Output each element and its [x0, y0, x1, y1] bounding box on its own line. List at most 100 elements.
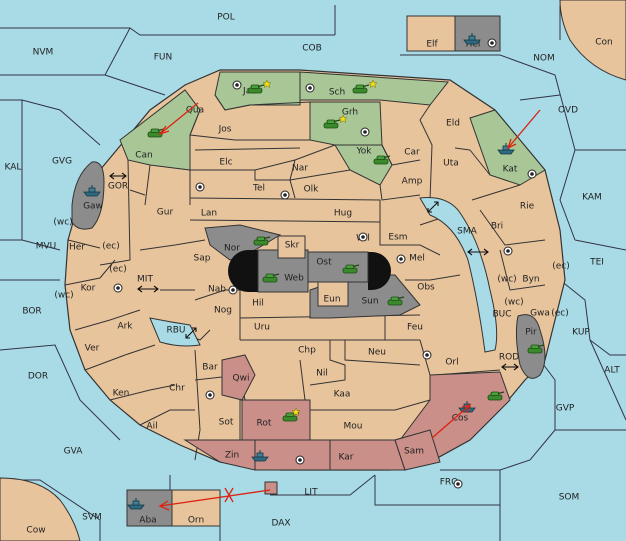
- label-uta: Uta: [443, 159, 459, 169]
- label-can: Can: [135, 151, 153, 161]
- connection-arrow-icon: [467, 248, 489, 256]
- label-chp: Chp: [298, 346, 316, 356]
- coast-gwa-wc: (wc): [504, 298, 523, 308]
- coast-kor-wc: (wc): [54, 291, 73, 301]
- supply-center-icon: [503, 246, 513, 256]
- label-mvu: MVU: [36, 242, 57, 252]
- supply-center-icon: [228, 285, 238, 295]
- label-gwa: Gwa: [530, 309, 550, 319]
- label-sma: SMA: [457, 227, 477, 237]
- label-zin: Zin: [225, 451, 239, 461]
- order-arrow-icon: [506, 109, 541, 150]
- label-gva: GVA: [64, 447, 84, 457]
- label-mel: Mel: [409, 254, 425, 264]
- supply-center-icon: [527, 169, 537, 179]
- label-neu: Neu: [368, 348, 386, 358]
- label-ark: Ark: [117, 322, 133, 332]
- label-bar: Bar: [202, 363, 218, 373]
- order-arrow-icon: [158, 102, 199, 136]
- label-nom: NOM: [533, 54, 555, 64]
- label-dor: DOR: [28, 372, 48, 382]
- territory-elf[interactable]: [406, 15, 456, 52]
- coast-her-ec: (ec): [102, 242, 120, 252]
- territory-ost[interactable]: [307, 251, 369, 283]
- label-olk: Olk: [304, 185, 320, 195]
- territory-eun[interactable]: [317, 281, 349, 307]
- label-rie: Rie: [520, 202, 535, 212]
- label-ovd: OVD: [558, 106, 578, 116]
- label-her: Her: [69, 243, 85, 253]
- label-pol: POL: [217, 13, 235, 23]
- sea-borders: [0, 5, 626, 541]
- label-som: SOM: [559, 493, 580, 503]
- supply-center-icon: [305, 83, 315, 93]
- territory-cow[interactable]: [0, 477, 81, 541]
- territory-skr[interactable]: [277, 235, 306, 259]
- supply-center-icon: [295, 455, 305, 465]
- label-ost: Ost: [316, 258, 332, 268]
- coast-her-wc: (wc): [53, 218, 72, 228]
- label-tei: TEI: [589, 258, 604, 268]
- labels: POL NVM FUN COB NOM Con Elf Hel OVD KAL …: [5, 13, 621, 536]
- territory-orn[interactable]: [171, 489, 221, 527]
- label-hel: Hel: [466, 40, 481, 50]
- label-nab: Nab: [208, 285, 226, 295]
- coast-kor-ec: (ec): [109, 265, 127, 275]
- label-uru: Uru: [254, 323, 270, 333]
- label-yok: Yok: [355, 147, 372, 157]
- label-lan: Lan: [201, 209, 217, 219]
- label-cob: COB: [302, 44, 322, 54]
- label-ver: Ver: [85, 344, 100, 354]
- label-fun: FUN: [154, 53, 173, 63]
- label-cos: Cos: [452, 414, 469, 424]
- territory-kar[interactable]: [329, 439, 406, 471]
- label-esm: Esm: [388, 233, 407, 243]
- coast-gwa-ec: (ec): [551, 309, 569, 319]
- label-hil: Hil: [252, 299, 264, 309]
- label-nog: Nog: [214, 306, 232, 316]
- label-nor: Nor: [224, 244, 240, 254]
- label-rod: ROD: [499, 353, 519, 363]
- label-gvg: GVG: [52, 157, 72, 167]
- territory-yok[interactable]: [334, 144, 393, 186]
- territory-rot[interactable]: [241, 399, 311, 441]
- connection-arrow-icon: [137, 285, 159, 293]
- supply-center-icon: [360, 127, 370, 137]
- sea-sma[interactable]: [419, 197, 498, 353]
- territory-sam[interactable]: [394, 429, 441, 471]
- territory-zin-east: [254, 439, 331, 471]
- label-byn: Byn: [522, 275, 539, 285]
- supply-center-icon: [422, 350, 432, 360]
- territory-con[interactable]: [559, 0, 626, 81]
- label-sot: Sot: [219, 418, 234, 428]
- label-lit: LIT: [304, 488, 318, 498]
- territory-qwi[interactable]: [221, 354, 256, 401]
- label-svm: SVM: [82, 513, 102, 523]
- supply-center-icon: [205, 390, 215, 400]
- label-elc: Elc: [219, 158, 232, 168]
- supply-center-icon: [487, 38, 497, 48]
- supply-center-icon: [195, 182, 205, 192]
- label-eun: Eun: [323, 295, 340, 305]
- capsule-left-cap: [228, 250, 258, 292]
- label-grh: Grh: [342, 108, 358, 118]
- label-kar: Kar: [339, 453, 354, 463]
- label-sch: Sch: [329, 88, 345, 98]
- label-kor: Kor: [81, 284, 96, 294]
- label-nil: Nil: [316, 369, 328, 379]
- connection-arrow-icon: [501, 363, 519, 371]
- label-buc: BUC: [492, 310, 511, 320]
- supply-center-icon: [113, 283, 123, 293]
- label-nar: Nar: [292, 164, 308, 174]
- label-gor: GOR: [108, 182, 128, 192]
- cut-mark-icon: [224, 487, 234, 503]
- label-eld: Eld: [446, 119, 460, 129]
- label-sun: Sun: [361, 297, 378, 307]
- label-gaw: Gaw: [83, 202, 103, 212]
- connection-arrow-icon: [185, 327, 197, 339]
- supply-center-icon: [232, 80, 242, 90]
- label-bri: Bri: [491, 222, 503, 232]
- capsule-right-cap: [368, 252, 391, 290]
- sea-rbu[interactable]: [149, 317, 201, 347]
- coast-byn-ec: (ec): [552, 262, 570, 272]
